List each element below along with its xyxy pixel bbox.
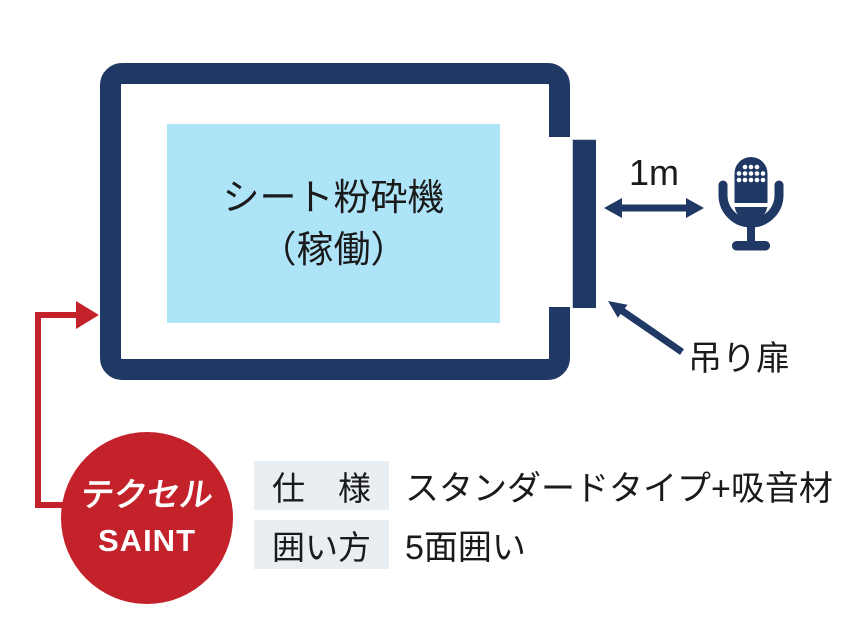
spec-value-shiyou: スタンダードタイプ+吸音材: [405, 470, 833, 508]
distance-label: 1m: [628, 152, 679, 193]
diagonal-arrow-icon: [608, 301, 684, 355]
spec-label-kakoikata: 囲い方: [254, 520, 389, 569]
machine-label-line2: （稼働）: [259, 228, 408, 270]
hanging-door-panel: [572, 139, 596, 308]
connector-arrowhead-icon: [76, 301, 99, 329]
connector-line-bottom: [35, 502, 71, 508]
hanging-door-label: 吊り扉: [688, 340, 790, 378]
product-badge: テクセル SAINT: [61, 432, 233, 604]
microphone-icon: [718, 157, 784, 251]
connector-line-vertical: [35, 312, 41, 508]
machine-label-line1: シート粉砕機: [222, 176, 445, 218]
spec-label-shiyou: 仕 様: [254, 461, 389, 510]
product-name-en: SAINT: [98, 523, 196, 558]
product-name-jp: テクセル: [78, 476, 216, 513]
connector-line-top: [35, 312, 77, 318]
enclosure-door-opening: [545, 137, 573, 307]
machine-box: シート粉砕機 （稼働）: [167, 124, 500, 323]
double-headed-arrow-icon: [604, 198, 704, 218]
spec-value-kakoikata: 5面囲い: [405, 529, 526, 567]
